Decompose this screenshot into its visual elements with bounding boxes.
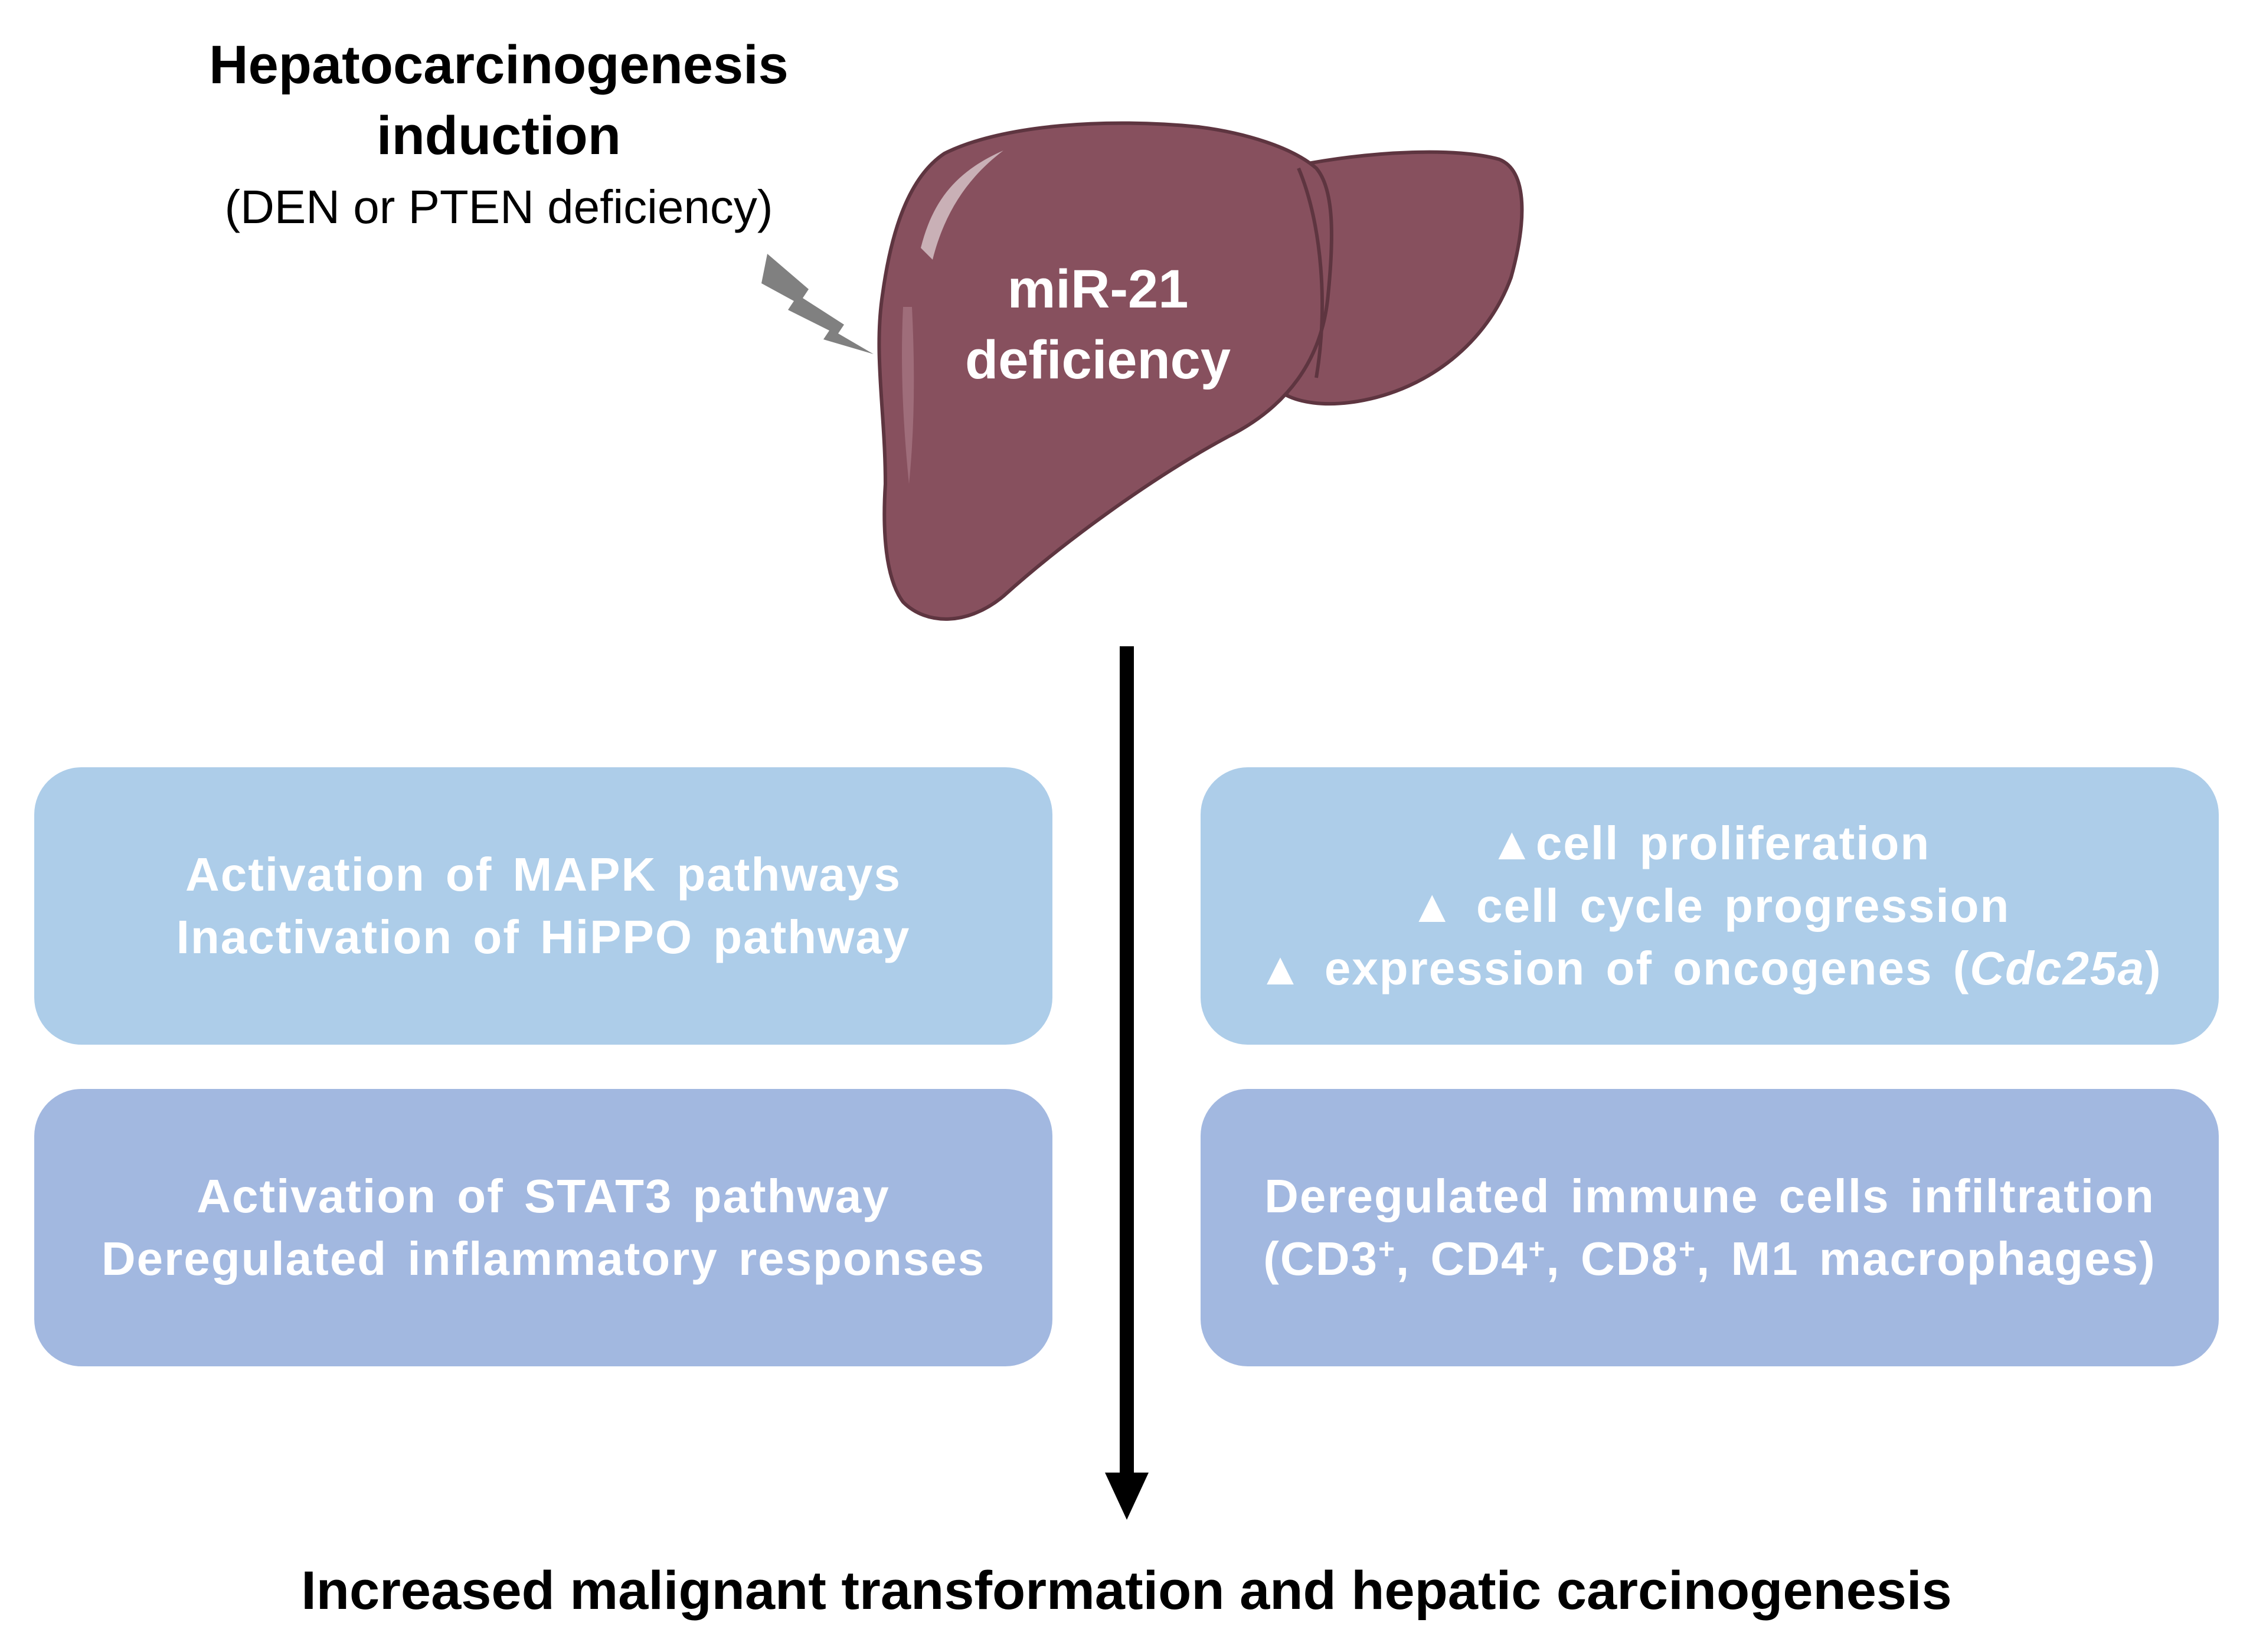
box-prolif-line3: ▲ expression of oncogenes (Cdc25a) — [1257, 942, 2162, 995]
induction-subtitle: (DEN or PTEN deficiency) — [224, 181, 773, 233]
liver-shade — [902, 307, 914, 484]
box-prolif-line1: ▲cell proliferation — [1489, 817, 1931, 869]
box-prolif-line2: ▲ cell cycle progression — [1409, 879, 2010, 932]
box-immune-line1: Deregulated immune cells infiltration — [1264, 1170, 2155, 1222]
up-triangle-icon: ▲ — [1257, 943, 1304, 995]
box-stat3-line1: Activation of STAT3 pathway — [197, 1170, 890, 1222]
up-triangle-icon: ▲ — [1409, 880, 1456, 932]
box-mapk-line2: Inactivation of HiPPO pathway — [176, 911, 911, 963]
induction-title-block: Hepatocarcinogenesis induction (DEN or P… — [118, 30, 879, 240]
liver-label: miR-21 deficiency — [903, 254, 1293, 395]
liver-lobe-divider — [1297, 167, 1324, 378]
liver-right-lobe — [1284, 150, 1524, 406]
lightning-bolt-icon — [761, 254, 874, 354]
box-stat3-line2: Deregulated inflammatory responses — [101, 1232, 986, 1285]
box-mapk-hippo: Activation of MAPK pathways Inactivation… — [34, 767, 1052, 1045]
up-triangle-icon: ▲ — [1489, 817, 1536, 869]
box-mapk-line1: Activation of MAPK pathways — [185, 848, 902, 901]
conclusion-text: Increased malignant transformation and h… — [301, 1561, 1952, 1621]
liver-label-line2: deficiency — [965, 330, 1231, 390]
induction-title-line2: induction — [377, 106, 621, 166]
flow-arrow-head — [1105, 1473, 1149, 1520]
box-immune-line2: (CD3+, CD4+, CD8+, M1 macrophages) — [1263, 1232, 2156, 1285]
liver-highlight — [921, 151, 1003, 260]
gene-name: Cdc25a — [1970, 942, 2145, 995]
box-stat3: Activation of STAT3 pathway Deregulated … — [34, 1089, 1052, 1366]
induction-title-line1: Hepatocarcinogenesis — [209, 35, 789, 95]
liver-label-line1: miR-21 — [1007, 259, 1189, 319]
liver-main-lobe — [877, 121, 1333, 621]
box-proliferation: ▲cell proliferation ▲ cell cycle progres… — [1201, 767, 2219, 1045]
box-immune: Deregulated immune cells infiltration (C… — [1201, 1089, 2219, 1366]
